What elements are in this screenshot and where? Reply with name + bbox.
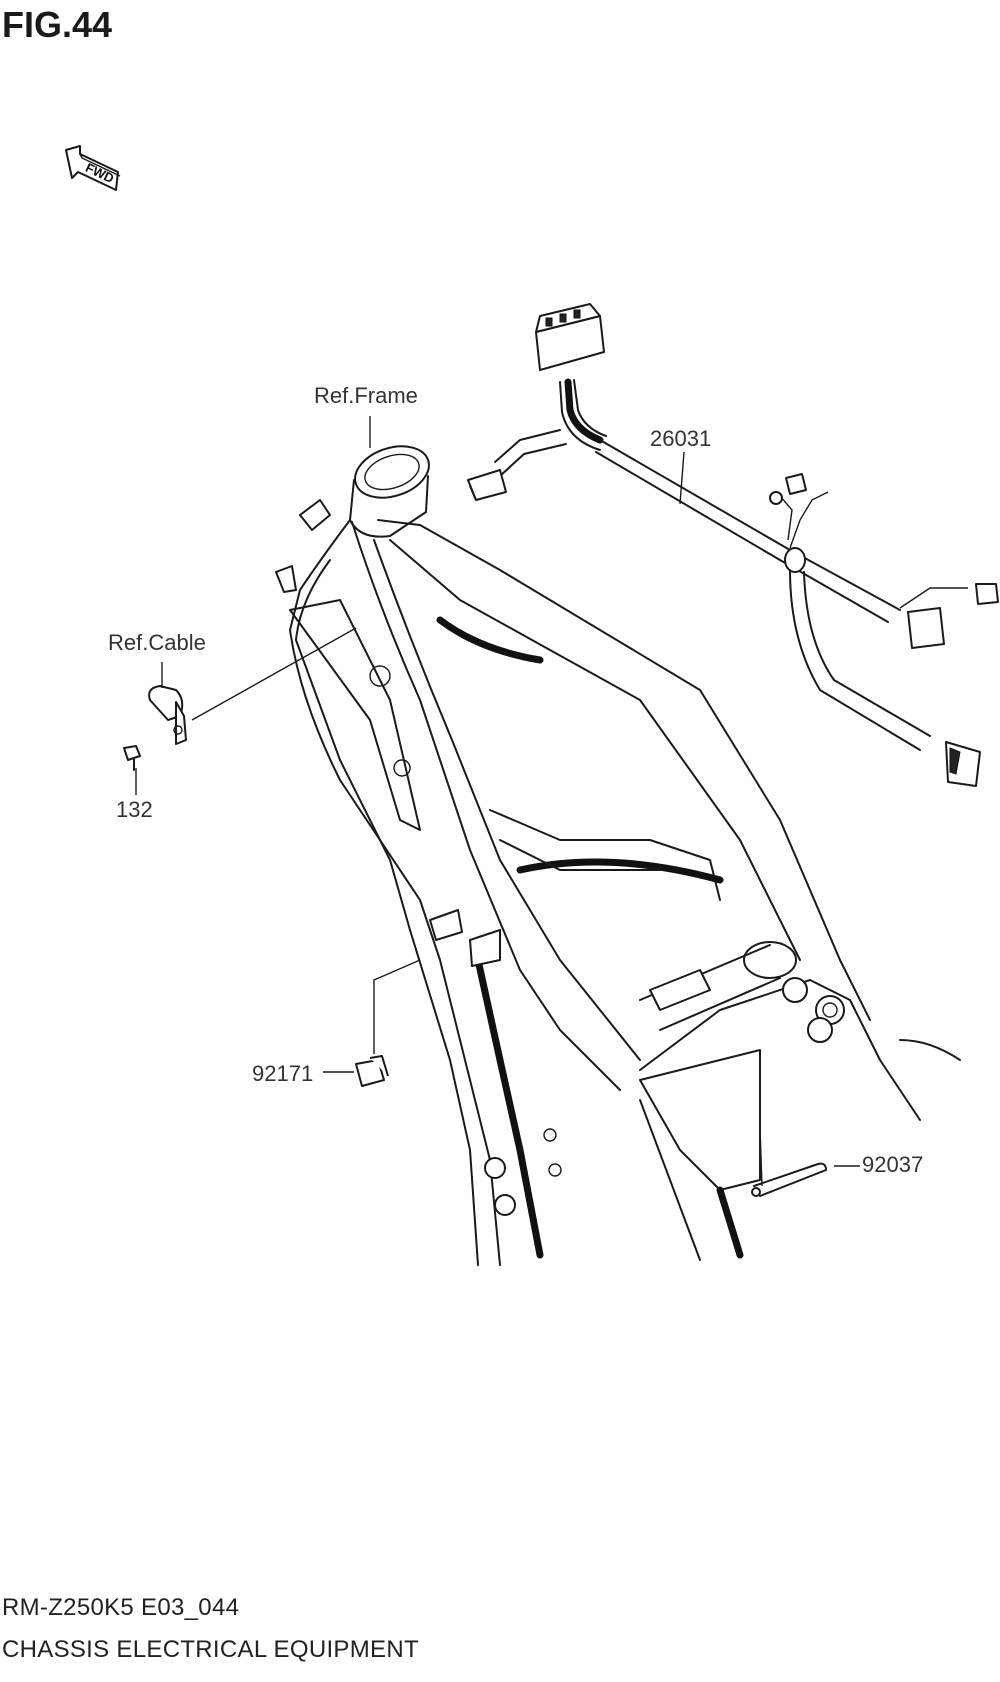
pin-92037 [751, 1162, 827, 1197]
leader-lines [135, 416, 860, 1187]
cable-clamp [148, 685, 187, 745]
callout-26031: 26031 [650, 426, 712, 451]
footer-section-title: CHASSIS ELECTRICAL EQUIPMENT [2, 1636, 419, 1663]
callout-92171: 92171 [252, 1061, 314, 1086]
callout-132: 132 [116, 797, 153, 822]
screw-132 [123, 745, 141, 771]
callout-ref-cable: Ref.Cable [108, 630, 206, 655]
frame-outline [275, 445, 961, 1266]
wiring-harness-26031 [467, 303, 999, 787]
callout-ref-frame: Ref.Frame [314, 383, 418, 408]
footer-model-code: RM-Z250K5 E03_044 [2, 1594, 240, 1621]
callout-92037: 92037 [862, 1152, 924, 1177]
fwd-arrow-icon: FWD [65, 145, 121, 191]
clip-92171 [355, 1055, 389, 1087]
figure-title: FIG.44 [2, 4, 113, 45]
